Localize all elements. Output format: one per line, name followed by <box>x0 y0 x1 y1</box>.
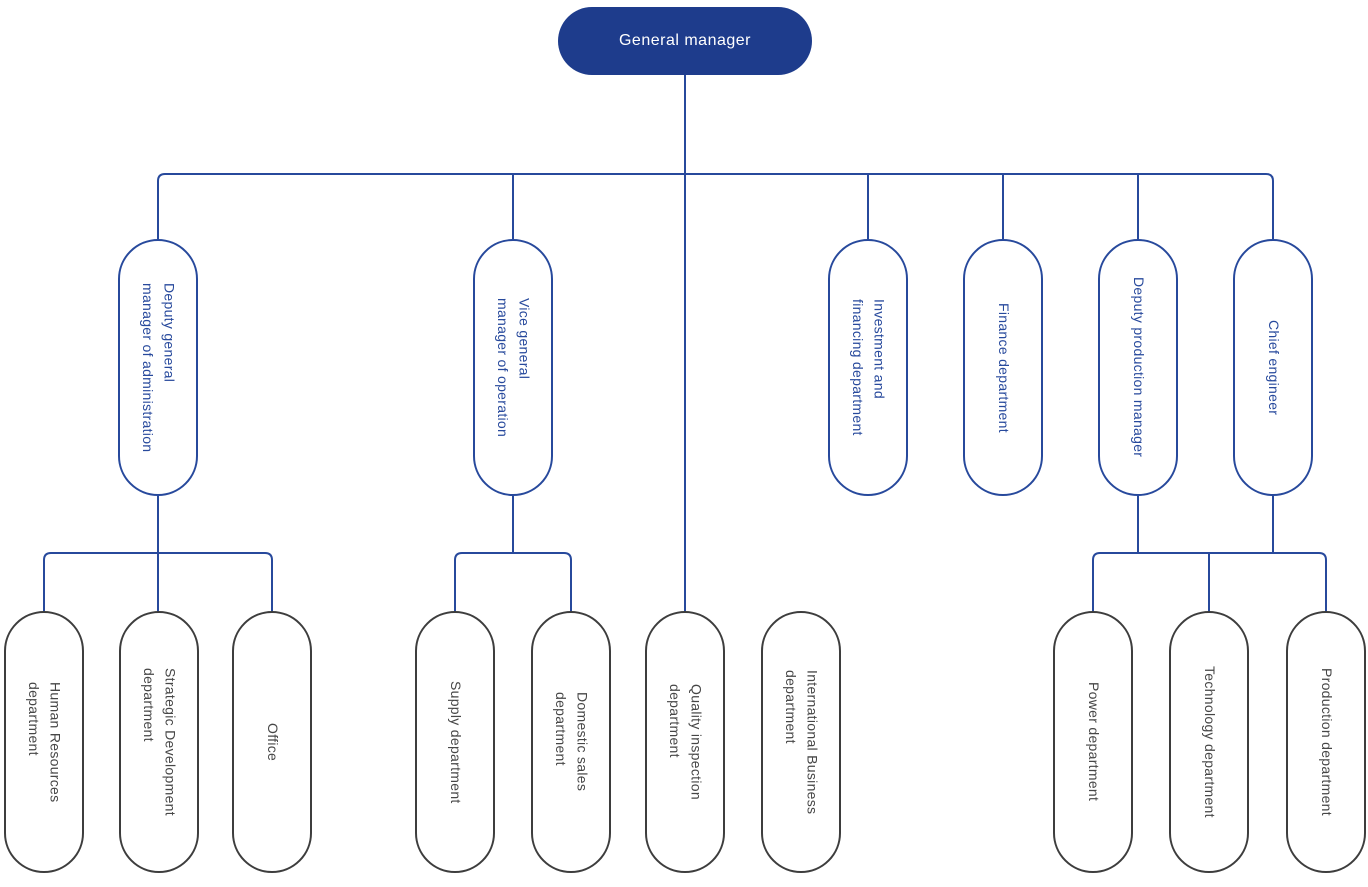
node-label: Strategic Development department <box>141 668 179 816</box>
node-label: General manager <box>618 32 751 49</box>
connector-top-bus <box>157 173 1274 239</box>
node-general-manager[interactable]: General manager <box>558 7 812 75</box>
connector-operation-bus <box>454 552 572 612</box>
node-label: Investment and financing department <box>850 299 888 436</box>
node-international-business-department[interactable]: International Business department <box>761 611 841 873</box>
node-label: Quality inspection department <box>667 684 705 800</box>
node-human-resources-department[interactable]: Human Resources department <box>4 611 84 873</box>
node-domestic-sales-department[interactable]: Domestic sales department <box>531 611 611 873</box>
node-label: Production department <box>1318 668 1335 816</box>
connector-admin-bus <box>43 552 273 612</box>
node-label: Deputy production manager <box>1130 277 1147 458</box>
node-quality-inspection-department[interactable]: Quality inspection department <box>645 611 725 873</box>
node-label: Domestic sales department <box>553 692 591 792</box>
node-label: Power department <box>1085 682 1102 802</box>
node-label: Vice general manager of operation <box>495 297 533 438</box>
node-production-department[interactable]: Production department <box>1286 611 1366 873</box>
node-label: Supply department <box>447 680 464 804</box>
node-label: Human Resources department <box>26 681 64 803</box>
connector-production-bus <box>1092 552 1327 612</box>
node-strategic-development-department[interactable]: Strategic Development department <box>119 611 199 873</box>
node-label: Chief engineer <box>1265 319 1282 416</box>
node-deputy-production-manager[interactable]: Deputy production manager <box>1098 239 1178 496</box>
node-finance-department[interactable]: Finance department <box>963 239 1043 496</box>
node-technology-department[interactable]: Technology department <box>1169 611 1249 873</box>
node-supply-department[interactable]: Supply department <box>415 611 495 873</box>
node-label: Deputy general manager of administration <box>140 282 178 453</box>
node-label: Technology department <box>1201 666 1218 818</box>
node-investment-and-financing-department[interactable]: Investment and financing department <box>828 239 908 496</box>
node-chief-engineer[interactable]: Chief engineer <box>1233 239 1313 496</box>
node-power-department[interactable]: Power department <box>1053 611 1133 873</box>
node-label: Finance department <box>995 302 1012 433</box>
node-office[interactable]: Office <box>232 611 312 873</box>
node-deputy-general-manager-of-administration[interactable]: Deputy general manager of administration <box>118 239 198 496</box>
node-vice-general-manager-of-operation[interactable]: Vice general manager of operation <box>473 239 553 496</box>
node-label: International Business department <box>783 669 821 815</box>
node-label: Office <box>264 722 281 762</box>
